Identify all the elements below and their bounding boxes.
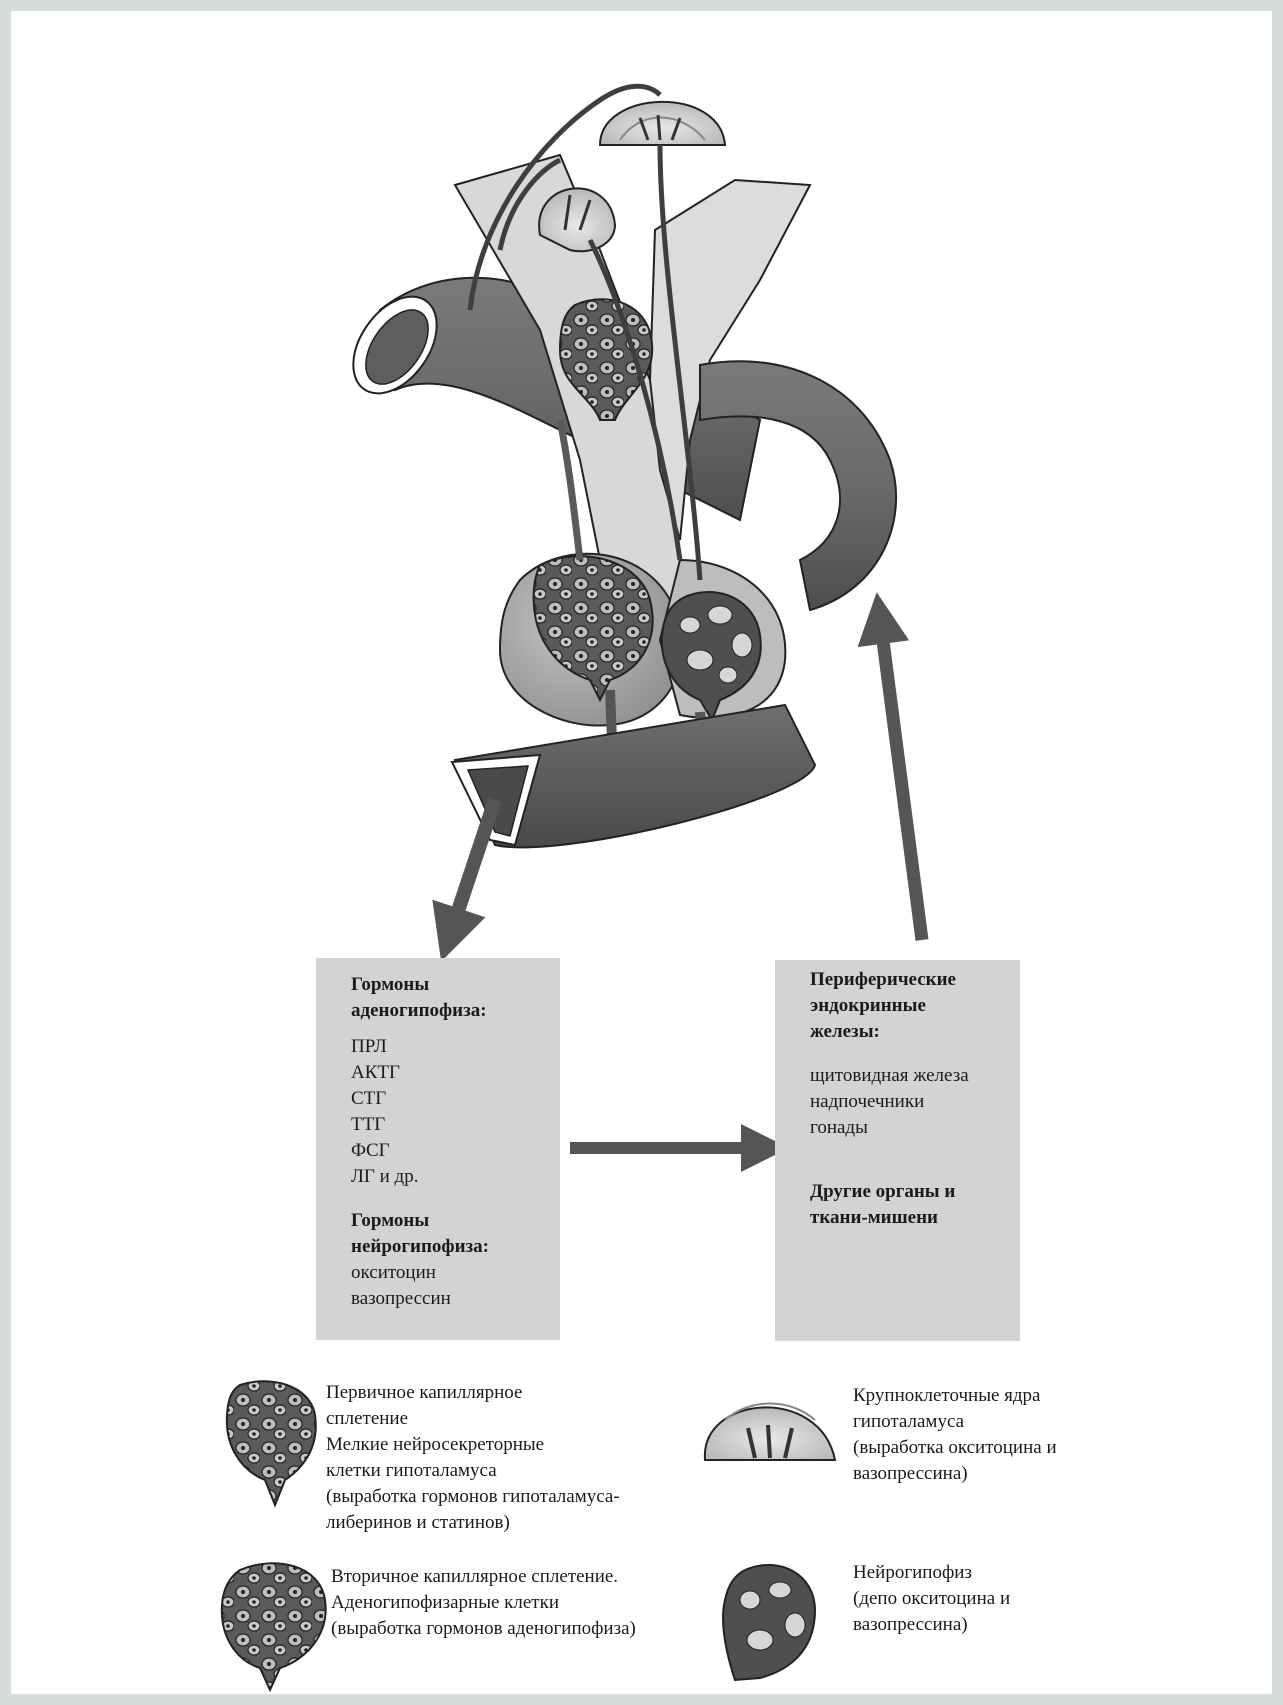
magnocellular-nuclei-icon (705, 1404, 835, 1461)
legend-line: (депо окситоцина и (853, 1586, 1010, 1612)
hormone-item: ЛГ и др. (351, 1164, 560, 1190)
hormone-item: окситоцин (351, 1260, 560, 1286)
arrow-feedback-up (880, 618, 922, 940)
adeno-box-title: Гормоны аденогипофиза: (351, 972, 501, 1024)
peripheral-glands-box: Периферические эндокринные железы: щитов… (775, 960, 1020, 1341)
hormone-item: АКТГ (351, 1060, 560, 1086)
legend-line: либеринов и статинов) (326, 1510, 620, 1536)
gland-item: гонады (810, 1115, 1020, 1141)
hormone-item: ПРЛ (351, 1034, 560, 1060)
legend-line: (выработка гормонов гипоталамуса- (326, 1484, 620, 1510)
legend-line: клетки гипоталамуса (326, 1458, 620, 1484)
arrow-to-adeno-box (450, 800, 495, 935)
neurohypophysis-icon (723, 1565, 815, 1680)
secondary-capillary-plexus-icon (222, 1563, 326, 1690)
legend-line: гипоталамуса (853, 1409, 1057, 1435)
neuro-box-title: Гормоны нейрогипофиза: (351, 1208, 511, 1260)
periph-box-title: Периферические эндокринные железы: (810, 967, 1000, 1045)
adenohypophysis-hormones-box: Гормоны аденогипофиза: ПРЛ АКТГ СТГ ТТГ … (316, 958, 560, 1340)
legend-line: Первичное капиллярное (326, 1380, 620, 1406)
bottom-blood-vessel (452, 705, 815, 847)
legend-line: Крупноклеточные ядра (853, 1383, 1057, 1409)
legend-line: Мелкие нейросекреторные (326, 1432, 620, 1458)
target-organs-title: Другие органы и ткани-мишени (810, 1179, 1000, 1231)
gland-item: щитовидная железа (810, 1063, 1020, 1089)
legend-line: Аденогипофизарные клетки (331, 1590, 636, 1616)
legend-secondary-plexus-text: Вторичное капиллярное сплетение. Аденоги… (331, 1564, 636, 1642)
hormone-item: вазопрессин (351, 1286, 560, 1312)
legend-primary-plexus-text: Первичное капиллярное сплетение Мелкие н… (326, 1380, 620, 1536)
legend-line: сплетение (326, 1406, 620, 1432)
gland-item: надпочечники (810, 1089, 1020, 1115)
legend-neurohypophysis-text: Нейрогипофиз (депо окситоцина и вазопрес… (853, 1560, 1010, 1638)
legend-line: (выработка гормонов аденогипофиза) (331, 1616, 636, 1642)
legend-line: Вторичное капиллярное сплетение. (331, 1564, 636, 1590)
magnocellular-nuclei-upper (600, 102, 725, 145)
hormone-item: ТТГ (351, 1112, 560, 1138)
hormone-item: ФСГ (351, 1138, 560, 1164)
legend-line: вазопрессина) (853, 1461, 1057, 1487)
legend-magnocellular-text: Крупноклеточные ядра гипоталамуса (выраб… (853, 1383, 1057, 1487)
legend-line: вазопрессина) (853, 1612, 1010, 1638)
legend-line: Нейрогипофиз (853, 1560, 1010, 1586)
hormone-item: СТГ (351, 1086, 560, 1112)
adeno-hormone-list: ПРЛ АКТГ СТГ ТТГ ФСГ ЛГ и др. (351, 1034, 560, 1190)
primary-capillary-plexus-icon (227, 1381, 316, 1505)
legend-line: (выработка окситоцина и (853, 1435, 1057, 1461)
